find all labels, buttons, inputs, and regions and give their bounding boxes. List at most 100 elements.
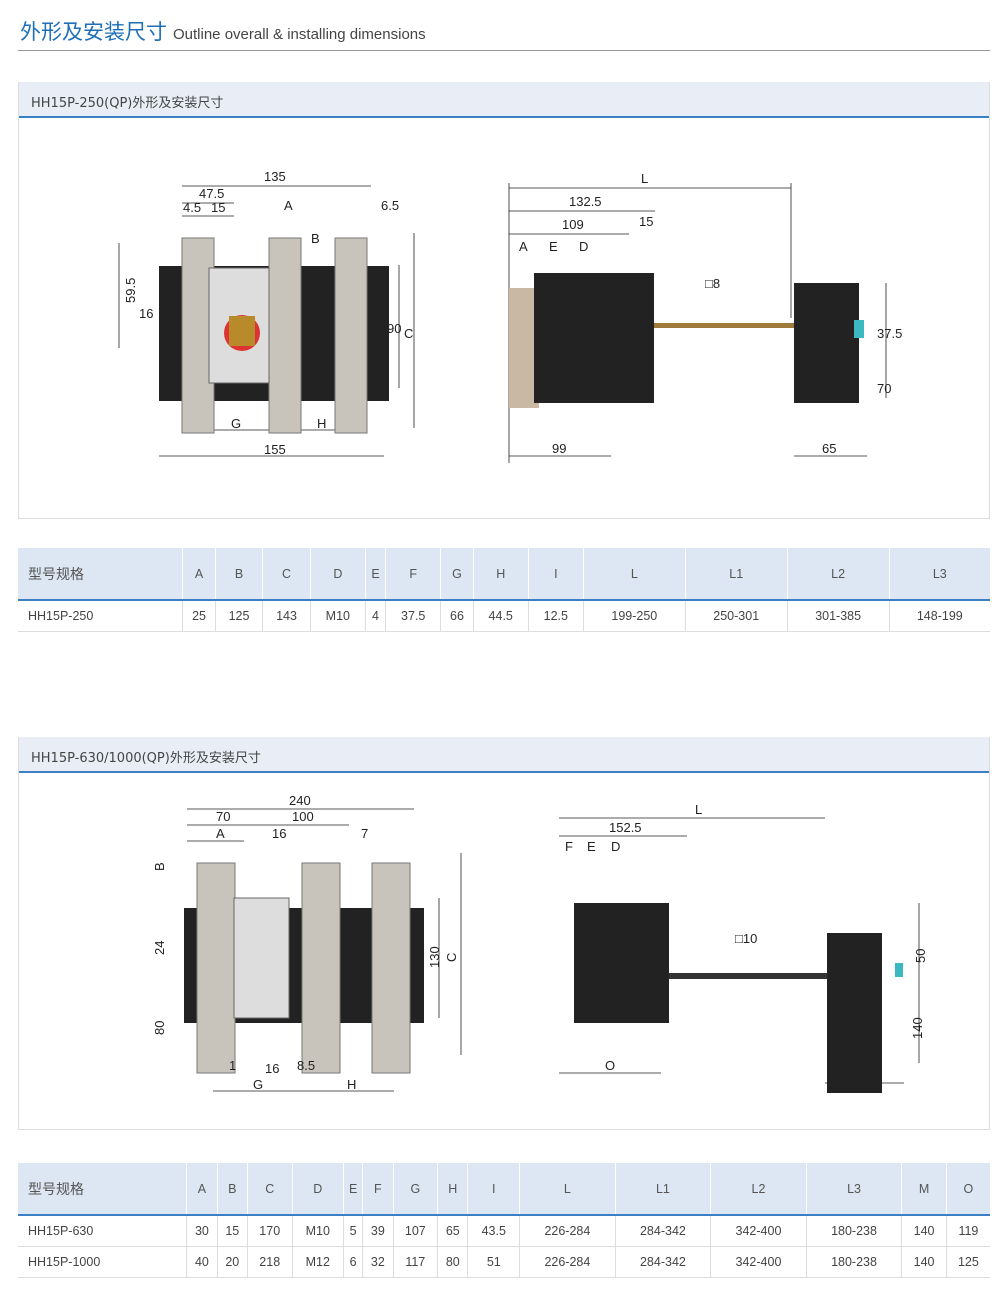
- column-header: A: [182, 548, 216, 601]
- section2-panel: HH15P-630/1000(QP)外形及安装尺寸 240 70 100 A 1…: [18, 737, 990, 1130]
- dim-label: 8.5: [297, 1058, 315, 1073]
- column-header: D: [310, 548, 366, 601]
- hh15p-630-1000-drawing: 240 70 100 A 16 7 B 24 80 130 C 1 G 16 8…: [152, 793, 928, 1093]
- dim-label: 152.5: [609, 820, 642, 835]
- column-header: L: [583, 548, 686, 601]
- dim-label: 70: [877, 381, 891, 396]
- dim-label: L: [641, 171, 648, 186]
- dim-label: D: [611, 839, 620, 854]
- table-cell: 218: [247, 1246, 293, 1278]
- dim-label: 16: [139, 306, 153, 321]
- dim-label: 65: [822, 441, 836, 456]
- dim-label: 109: [562, 217, 584, 232]
- dim-label: 24: [152, 941, 167, 955]
- column-header-model: 型号规格: [18, 548, 184, 601]
- column-header: L: [519, 1163, 616, 1216]
- table-cell: 301-385: [787, 600, 890, 632]
- dim-label: □8: [705, 276, 720, 291]
- table-cell: 148-199: [889, 600, 990, 632]
- dim-label: 50: [913, 949, 928, 963]
- dim-label: 4.5: [183, 200, 201, 215]
- column-header-model: 型号规格: [18, 1163, 188, 1216]
- dim-label: 140: [910, 1017, 925, 1039]
- table-cell: M10: [292, 1215, 345, 1247]
- front-dimension-labels: 135 47.5 4.5 15 A B 6.5 59.5 16 90 C G H…: [123, 169, 413, 457]
- table-cell: 180-238: [806, 1215, 903, 1247]
- table-cell: 199-250: [583, 600, 686, 632]
- column-header: C: [262, 548, 311, 601]
- table-cell: 37.5: [385, 600, 442, 632]
- column-header: H: [437, 1163, 469, 1216]
- dim-label: C: [404, 326, 413, 341]
- dim-label: 240: [289, 793, 311, 808]
- column-header: L2: [710, 1163, 807, 1216]
- table-cell: 143: [262, 600, 311, 632]
- column-header: E: [343, 1163, 364, 1216]
- table-cell: 180-238: [806, 1246, 903, 1278]
- section2-drawing: 240 70 100 A 16 7 B 24 80 130 C 1 G 16 8…: [19, 773, 989, 1134]
- dim-label: G: [231, 416, 241, 431]
- dim-label: O: [605, 1058, 615, 1073]
- side-dimension-labels: L 132.5 109 15 A E D □8 37.5 70 99 65: [519, 171, 902, 456]
- dim-label: 80: [152, 1021, 167, 1035]
- column-header: I: [467, 1163, 521, 1216]
- section2-header: HH15P-630/1000(QP)外形及安装尺寸: [19, 737, 989, 773]
- dim-label: 15: [211, 200, 225, 215]
- column-header: L3: [889, 548, 990, 601]
- table-cell: 117: [393, 1246, 439, 1278]
- table-cell: 140: [901, 1246, 947, 1278]
- title-en: Outline overall & installing dimensions: [173, 26, 426, 43]
- dim-label: A: [519, 239, 528, 254]
- dim-label: 16: [265, 1061, 279, 1076]
- dim-label: G: [253, 1077, 263, 1092]
- table-cell: 39: [362, 1215, 394, 1247]
- table-cell: 20: [217, 1246, 248, 1278]
- title-cn: 外形及安装尺寸: [20, 20, 167, 44]
- section1-drawing: 135 47.5 4.5 15 A B 6.5 59.5 16 90 C G H…: [19, 118, 989, 523]
- table-cell: 226-284: [519, 1215, 616, 1247]
- column-header: M: [901, 1163, 947, 1216]
- dim-label: H: [317, 416, 326, 431]
- column-header: B: [217, 1163, 248, 1216]
- dim-label: L: [695, 802, 702, 817]
- dim-label: 100: [292, 809, 314, 824]
- table-cell: 66: [440, 600, 474, 632]
- dim-label: 87.5: [849, 1069, 874, 1084]
- column-header: L1: [685, 548, 788, 601]
- dim-label: 99: [552, 441, 566, 456]
- dim-label: 155: [264, 442, 286, 457]
- dim-label: A: [284, 198, 293, 213]
- column-header: H: [473, 548, 529, 601]
- dim-label: 1: [229, 1058, 236, 1073]
- table-cell: 170: [247, 1215, 293, 1247]
- table-cell: 284-342: [615, 1246, 712, 1278]
- column-header: F: [362, 1163, 394, 1216]
- dim-label: 47.5: [199, 186, 224, 201]
- column-header: L3: [806, 1163, 903, 1216]
- section1-panel: HH15P-250(QP)外形及安装尺寸 135 47.5 4.5 15: [18, 82, 990, 519]
- dim-label: 6.5: [381, 198, 399, 213]
- dim-label: H: [347, 1077, 356, 1092]
- column-header: O: [946, 1163, 990, 1216]
- table-cell: 65: [437, 1215, 469, 1247]
- dim-label: 7: [361, 826, 368, 841]
- table-cell: 25: [182, 600, 216, 632]
- table-cell: 342-400: [710, 1246, 807, 1278]
- table-cell: 125: [215, 600, 264, 632]
- front-dimension-labels: 240 70 100 A 16 7 B 24 80 130 C 1 G 16 8…: [152, 793, 459, 1092]
- table-cell: 32: [362, 1246, 394, 1278]
- column-header: I: [528, 548, 584, 601]
- table-cell: 250-301: [685, 600, 788, 632]
- table-cell: 119: [946, 1215, 990, 1247]
- table-cell: 125: [946, 1246, 990, 1278]
- dim-label: 135: [264, 169, 286, 184]
- dim-label: A: [216, 826, 225, 841]
- table-cell: 6: [343, 1246, 364, 1278]
- dim-label: □10: [735, 931, 757, 946]
- column-header: G: [393, 1163, 439, 1216]
- column-header: D: [292, 1163, 345, 1216]
- table-cell: 80: [437, 1246, 469, 1278]
